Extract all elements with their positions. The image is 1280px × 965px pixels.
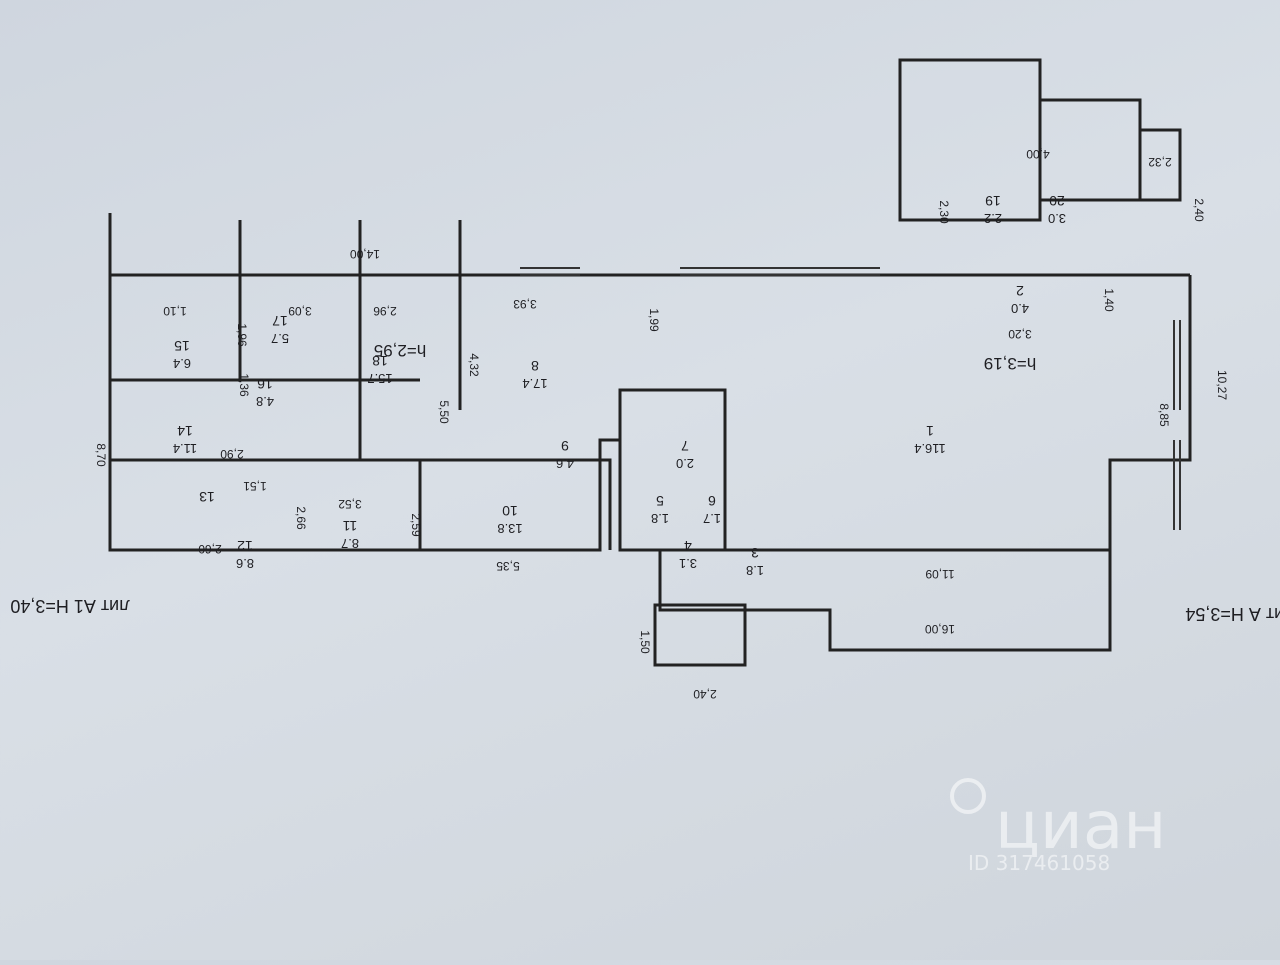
room-8-area: 17.4 [522, 376, 547, 391]
h-left: h=2,95 [374, 341, 426, 360]
watermark-logo-icon [950, 778, 986, 814]
room-8-number: 8 [531, 358, 539, 374]
dim-3-20: 3,20 [1008, 327, 1032, 341]
room-15-number: 15 [174, 338, 190, 354]
dim-2-66: 2,66 [294, 506, 308, 530]
dim-3-93: 3,93 [513, 297, 537, 311]
plan-labels: 1116.424.031.843.151.861.772.0817.494.61… [10, 147, 1280, 701]
room-17-number: 17 [272, 313, 288, 329]
room-17-area: 5.7 [271, 331, 289, 346]
room-3-number: 3 [751, 545, 759, 561]
room-10-area: 13.8 [497, 521, 522, 536]
room-14-number: 14 [177, 423, 193, 439]
walls [108, 58, 1192, 667]
dim-11-09: 11,09 [925, 567, 954, 581]
room-5-number: 5 [656, 493, 664, 509]
watermark-brand: циан [995, 787, 1166, 864]
dim-2-96: 2,96 [373, 304, 397, 318]
room-16-area: 4.8 [256, 394, 274, 409]
room-6-number: 6 [708, 493, 716, 509]
dim-1-36: 1,36 [237, 373, 251, 397]
room-1-number: 1 [926, 423, 934, 439]
dim-2-59: 2,59 [409, 513, 423, 537]
window-marks [520, 267, 1181, 530]
dim-3-52: 3,52 [338, 497, 362, 511]
room-2-area: 4.0 [1011, 301, 1029, 316]
room-14-area: 11.4 [173, 441, 197, 456]
dim-1-96: 1,96 [235, 323, 249, 347]
wing-block-b [1038, 98, 1142, 202]
dim-1-50: 1,50 [638, 630, 652, 654]
dim-1-99: 1,99 [647, 308, 661, 332]
dim-2-30: 2,30 [937, 200, 951, 224]
dim-14-00: 14,00 [350, 247, 380, 261]
dim-2-60: 2,60 [198, 542, 222, 556]
dim-1-10: 1,10 [163, 304, 187, 318]
dim-5-35: 5,35 [496, 559, 520, 573]
room-9-area: 4.6 [556, 456, 574, 471]
outer-wall-main [658, 275, 1192, 652]
dim-2-40: 2,40 [693, 687, 717, 701]
sheet-label-right: лит А H=3,54 [1185, 604, 1280, 624]
room-6-area: 1.7 [703, 511, 721, 526]
room-9-number: 9 [561, 438, 569, 454]
room-7-number: 7 [681, 438, 689, 454]
room-19-number: 19 [985, 193, 1001, 209]
dim-4-32: 4,32 [467, 353, 481, 377]
room-10-number: 10 [502, 503, 518, 519]
dim-10-27: 10,27 [1215, 370, 1229, 400]
room-10-walls [418, 458, 612, 550]
room-12-area: 8.6 [236, 556, 254, 571]
room-20-area: 3.0 [1048, 211, 1066, 226]
dim-4-00: 4,00 [1026, 147, 1050, 161]
room-11-area: 8.7 [341, 536, 359, 551]
watermark: циан ID 317461058 [950, 778, 1166, 875]
annex-bottom [653, 603, 747, 667]
wing-block-c [898, 58, 1042, 222]
room-7-area: 2.0 [676, 456, 694, 471]
room-19-area: 2.2 [984, 211, 1002, 226]
room-13-number: 13 [199, 489, 215, 505]
room-2-number: 2 [1016, 283, 1024, 299]
watermark-id: ID 317461058 [968, 851, 1110, 875]
dim-5-50: 5,50 [437, 400, 451, 424]
sheet-label-left: лит А1 H=3,40 [10, 596, 129, 616]
dim-16-00: 16,00 [925, 622, 955, 636]
dim-8-70: 8,70 [94, 443, 108, 467]
room-15-area: 6.4 [173, 356, 191, 371]
room-1-area: 116.4 [914, 441, 946, 456]
room-20-number: 20 [1049, 193, 1065, 209]
room-4-area: 3.1 [679, 556, 697, 571]
dim-2-32: 2,32 [1148, 155, 1172, 169]
dim-2-90: 2,90 [220, 447, 244, 461]
room-18-area: 15.7 [367, 371, 392, 386]
room-16-number: 16 [257, 376, 273, 392]
room-4-number: 4 [684, 538, 692, 554]
h-right: h=3,19 [984, 354, 1036, 373]
room-3-area: 1.8 [746, 563, 764, 578]
room-18-number: 18 [372, 353, 388, 369]
dim-1-51: 1,51 [243, 479, 267, 493]
room-12-number: 12 [237, 538, 253, 554]
dim-3-09: 3,09 [288, 304, 312, 318]
room-11-number: 11 [343, 518, 358, 534]
dim-2-40b: 2,40 [1192, 198, 1206, 222]
core-block [618, 388, 727, 552]
floor-plan-rotated [108, 58, 1192, 667]
room-5-area: 1.8 [651, 511, 669, 526]
dim-1-40: 1,40 [1102, 288, 1116, 312]
dim-8-85: 8,85 [1157, 403, 1171, 427]
